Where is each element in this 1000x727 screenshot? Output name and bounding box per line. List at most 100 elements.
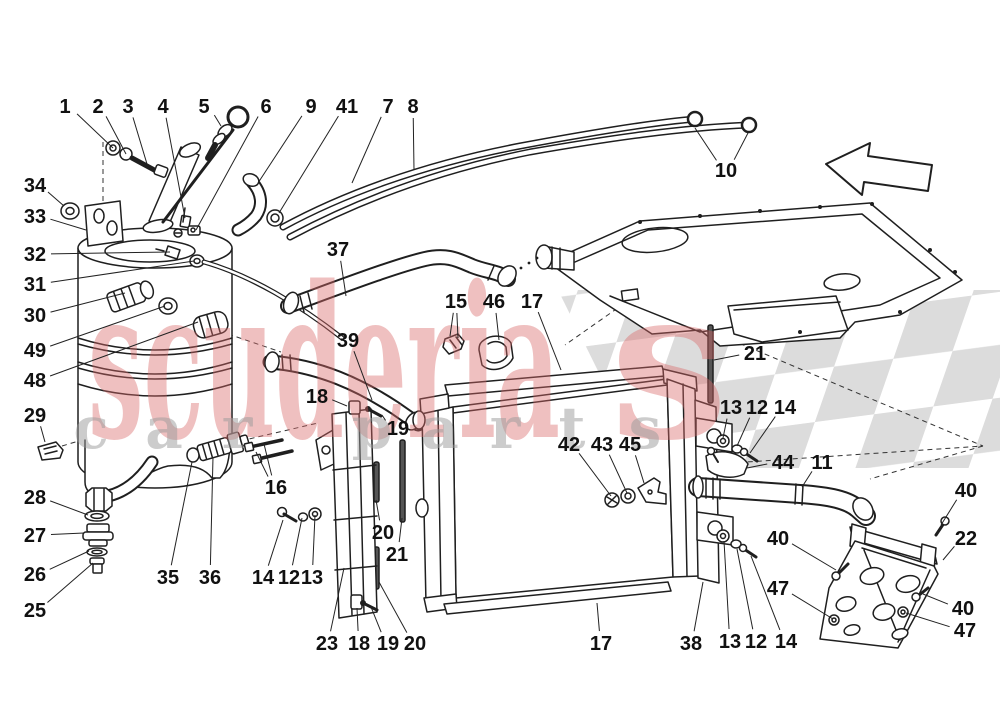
bolt-washer-nut-right-lower bbox=[716, 529, 758, 559]
leader-line bbox=[733, 132, 749, 160]
leader-line bbox=[213, 114, 222, 127]
leader-line bbox=[351, 116, 382, 184]
watermark-brand-text: scuderia bbox=[88, 240, 560, 487]
sump-baffle-tray bbox=[519, 202, 963, 347]
leader-line bbox=[49, 500, 89, 516]
callout-44: 44 bbox=[772, 452, 795, 474]
breather-elbow bbox=[231, 172, 284, 237]
clamp-bracket-46 bbox=[478, 335, 514, 371]
callout-12: 12 bbox=[278, 567, 300, 589]
callout-45: 45 bbox=[619, 434, 641, 456]
watermark-letter: a bbox=[421, 394, 459, 462]
watermark-letter: a bbox=[145, 394, 183, 462]
leader-line bbox=[263, 443, 273, 476]
leader-line bbox=[356, 607, 359, 632]
callout-22: 22 bbox=[955, 528, 977, 550]
leader-line bbox=[278, 115, 339, 214]
leader-line bbox=[47, 562, 94, 603]
leader-line bbox=[49, 321, 199, 377]
callout-28: 28 bbox=[24, 487, 46, 509]
callout-10: 10 bbox=[715, 160, 737, 182]
leader-line bbox=[750, 555, 781, 631]
leader-line bbox=[40, 426, 46, 443]
callout-6: 6 bbox=[260, 96, 271, 118]
callout-18: 18 bbox=[306, 386, 328, 408]
leader-line bbox=[370, 606, 382, 633]
callout-19: 19 bbox=[377, 633, 399, 655]
callout-1: 1 bbox=[59, 96, 70, 118]
callout-12: 12 bbox=[746, 397, 768, 419]
leader-line bbox=[49, 550, 90, 570]
callout-17: 17 bbox=[590, 633, 612, 655]
leader-line bbox=[694, 127, 717, 161]
leader-line bbox=[47, 191, 65, 207]
leader-line bbox=[608, 454, 628, 494]
callout-26: 26 bbox=[24, 564, 46, 586]
callout-11: 11 bbox=[811, 452, 832, 474]
leader-line bbox=[209, 456, 214, 566]
leader-line bbox=[291, 517, 303, 566]
callout-48: 48 bbox=[24, 370, 46, 392]
leader-line bbox=[749, 416, 776, 454]
callout-21: 21 bbox=[744, 343, 766, 365]
leader-line bbox=[330, 567, 345, 632]
callout-7: 7 bbox=[382, 96, 393, 118]
callout-17: 17 bbox=[521, 291, 543, 313]
callout-18: 18 bbox=[348, 633, 370, 655]
leader-line bbox=[412, 117, 415, 171]
bolt-washer-nut-right-upper bbox=[716, 434, 759, 463]
watermark-letter: r bbox=[490, 394, 522, 462]
drain-plug-stack bbox=[82, 510, 114, 574]
filler-neck bbox=[142, 142, 202, 234]
watermark-letter: c bbox=[73, 394, 108, 462]
leader-line bbox=[257, 115, 303, 184]
mount-bracket-22 bbox=[819, 516, 950, 649]
tank-fittings bbox=[60, 200, 250, 463]
fittings-42-43-45 bbox=[604, 477, 667, 508]
callout-15: 15 bbox=[445, 291, 467, 313]
callout-49: 49 bbox=[24, 340, 46, 362]
callout-23: 23 bbox=[316, 633, 338, 655]
leader-line bbox=[801, 471, 813, 488]
callout-20: 20 bbox=[372, 522, 394, 544]
callout-2: 2 bbox=[92, 96, 103, 118]
mounting-strips bbox=[373, 324, 714, 590]
small-hardware-1-2-3 bbox=[105, 140, 169, 178]
leader-line bbox=[312, 514, 316, 566]
leader-line bbox=[723, 540, 730, 630]
watermark-brand-overflow: s bbox=[610, 240, 728, 487]
oil-fitting-36 bbox=[196, 431, 250, 462]
callout-16: 16 bbox=[265, 477, 287, 499]
callout-42: 42 bbox=[558, 434, 580, 456]
callout-19: 19 bbox=[387, 418, 409, 440]
callout-47: 47 bbox=[954, 620, 976, 642]
leader-line bbox=[495, 312, 500, 341]
leader-line bbox=[267, 519, 284, 566]
callout-31: 31 bbox=[24, 274, 46, 296]
callout-37: 37 bbox=[327, 239, 349, 261]
leader-line bbox=[693, 581, 704, 632]
callout-9: 9 bbox=[305, 96, 316, 118]
leader-line bbox=[537, 311, 562, 371]
callout-29: 29 bbox=[24, 405, 46, 427]
callout-21: 21 bbox=[386, 544, 408, 566]
leader-line bbox=[940, 499, 958, 526]
leader-line bbox=[50, 292, 126, 313]
leader-line bbox=[713, 354, 740, 361]
leader-line bbox=[942, 545, 955, 561]
callout-40: 40 bbox=[952, 598, 974, 620]
leader-line bbox=[50, 218, 87, 231]
hook-bracket-44 bbox=[705, 446, 749, 478]
oil-cooler-radiator bbox=[412, 365, 701, 615]
callout-25: 25 bbox=[24, 600, 46, 622]
leader-line bbox=[456, 312, 459, 339]
leader-line bbox=[736, 417, 751, 447]
callout-38: 38 bbox=[680, 633, 702, 655]
callout-43: 43 bbox=[591, 434, 613, 456]
watermark-letter: s bbox=[629, 394, 662, 462]
callout-27: 27 bbox=[24, 525, 46, 547]
callout-41: 41 bbox=[336, 96, 358, 118]
callout-13: 13 bbox=[720, 397, 742, 419]
